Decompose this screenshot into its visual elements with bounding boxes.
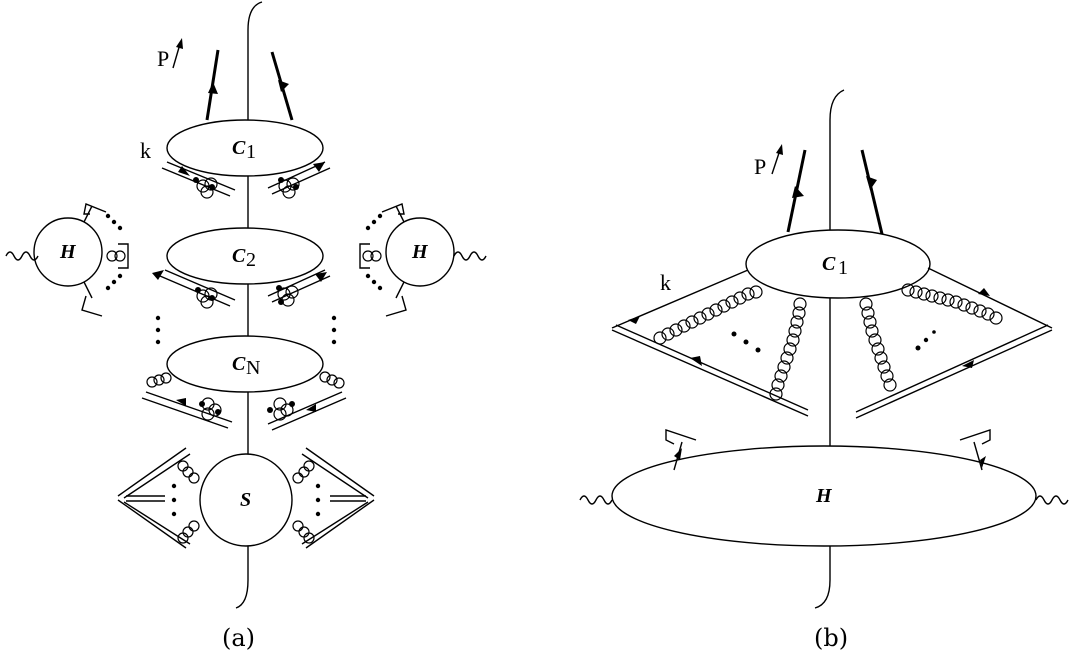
eikonal-line-c2-left <box>164 269 236 301</box>
blob-c1-a <box>166 119 324 177</box>
blob-c1-letter-a: C <box>232 137 246 159</box>
blob-h-left-a <box>33 217 103 287</box>
gluon-cn-right <box>319 371 345 389</box>
gluon-b-left-2 <box>769 297 807 401</box>
ellipsis-dots-left-a <box>155 315 161 345</box>
blob-h-b <box>611 445 1037 547</box>
momentum-P-arrowhead-a <box>176 38 183 49</box>
momentum-P-arrow-a <box>172 43 181 69</box>
panel-b: P C 1 k <box>579 89 1069 652</box>
arrow-cn-left <box>176 398 186 406</box>
blob-h-letter-b: H <box>815 485 833 507</box>
wedge-left-b <box>611 269 809 417</box>
blob-c1-sub-a: 1 <box>246 141 256 163</box>
momentum-P-arrowhead-b <box>776 144 783 155</box>
arrow-c2-left <box>152 270 164 280</box>
arrow-cn-right <box>306 404 316 412</box>
photon-right-b <box>1035 495 1069 505</box>
momentum-P-label-b: P <box>754 154 766 179</box>
gluon-cn-left <box>146 372 172 388</box>
ellipsis-dots-b-left <box>731 331 761 353</box>
wedge-right-b <box>855 267 1053 419</box>
gluon-b-right-2 <box>859 297 897 392</box>
eikonal-line-c2-left-2 <box>159 275 231 307</box>
blob-cn-sub-a: N <box>246 357 260 379</box>
ellipsis-dots-right-a <box>331 315 337 345</box>
arrow-c1-left <box>178 166 190 176</box>
h-b-attachment-left <box>665 429 697 471</box>
h-left-attachments <box>81 203 129 317</box>
arrow-c1-right <box>313 162 325 172</box>
momentum-k-label-a: k <box>140 138 151 163</box>
gluon-tangle-c1-right <box>278 177 300 199</box>
photon-right-a <box>453 251 487 261</box>
cut-line-a <box>235 1 263 609</box>
arrow-proton-right-b <box>866 176 877 190</box>
blob-h-right-letter-a: H <box>411 241 429 263</box>
momentum-P-arrow-b <box>771 149 781 175</box>
eikonal-line-c1-left <box>166 161 236 191</box>
blob-c2-letter-a: C <box>232 245 246 267</box>
gluon-b-right-1 <box>901 283 1003 325</box>
blob-c2-sub-a: 2 <box>246 249 256 271</box>
gluon-tangle-c2-left <box>195 287 218 309</box>
eikonal-line-cn-left-2 <box>141 397 229 429</box>
blob-cn-a <box>166 335 324 393</box>
gluon-tangle-cn-left <box>199 397 222 421</box>
photon-left-a <box>5 251 39 261</box>
ellipsis-dots-b-right <box>915 330 936 351</box>
blob-c2-a <box>166 227 324 285</box>
soft-wedge-left <box>117 447 200 549</box>
arrow-proton-left-a <box>208 82 218 94</box>
caption-a: (a) <box>222 624 255 652</box>
arrow-proton-left-b <box>792 186 804 198</box>
gluon-tangle-cn-right <box>267 397 295 421</box>
eikonal-line-cn-right <box>267 391 343 425</box>
blob-c1-sub-b: 1 <box>838 257 848 279</box>
proton-line-right-b <box>860 149 884 235</box>
momentum-k-label-b: k <box>660 270 671 295</box>
blob-cn-letter-a: C <box>232 353 246 375</box>
arrow-c2-right <box>315 272 327 282</box>
cut-line-b <box>814 89 845 609</box>
h-right-attachments <box>359 203 407 317</box>
blob-s-letter-a: S <box>240 489 251 511</box>
blob-h-right-a <box>385 217 455 287</box>
blob-s-a <box>199 453 293 547</box>
arrow-proton-right-a <box>278 80 289 92</box>
photon-left-b <box>579 495 613 505</box>
blob-c1-b <box>745 229 931 299</box>
eikonal-line-cn-left <box>145 391 233 423</box>
caption-b: (b) <box>814 624 848 652</box>
blob-h-left-letter-a: H <box>59 241 77 263</box>
blob-c1-letter-b: C <box>822 253 836 275</box>
eikonal-line-c1-right-2 <box>271 167 331 195</box>
h-b-attachment-right <box>959 429 991 471</box>
gluon-tangle-c1-left <box>193 177 218 199</box>
gluon-tangle-c2-right <box>276 285 299 307</box>
momentum-P-label-a: P <box>157 46 169 71</box>
soft-wedge-right <box>292 447 375 549</box>
panel-a: P C 1 k C 2 <box>5 1 487 652</box>
eikonal-line-cn-right-2 <box>271 397 347 431</box>
gluon-b-left-1 <box>653 285 763 345</box>
